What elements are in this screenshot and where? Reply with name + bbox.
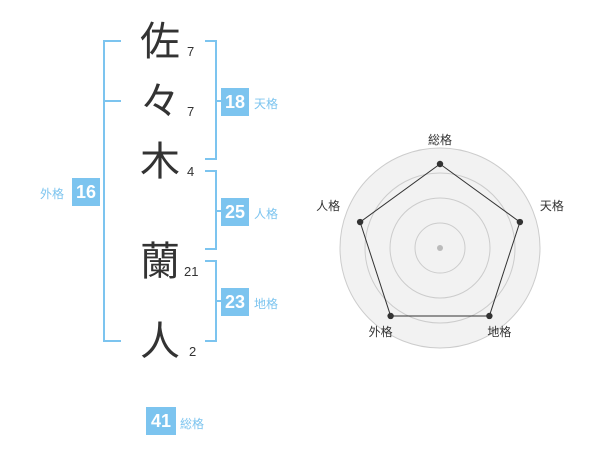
radar-ring-3 (364, 172, 516, 324)
jinkaku-connector (215, 210, 221, 212)
radar-axis-label-5: 人格 (316, 198, 340, 213)
radar-point-4 (387, 312, 394, 320)
soukaku-label: 総格 (180, 417, 205, 431)
radar-axis-label-4: 外格 (369, 324, 393, 339)
radar-point-2 (516, 218, 524, 226)
gaikaku-bracket (103, 40, 123, 342)
jinkaku-label: 人格 (254, 207, 279, 221)
stroke-count-5: 2 (189, 344, 197, 359)
radar-axis-label-2: 天格 (540, 198, 564, 213)
radar-point-5 (356, 218, 364, 226)
tenkaku-label: 天格 (254, 97, 279, 111)
soukaku-badge: 41 (146, 407, 176, 435)
name-char-3: 木 (140, 139, 180, 185)
stroke-count-3: 4 (187, 164, 195, 179)
name-char-2: 々 (140, 79, 180, 125)
chikaku-label: 地格 (254, 297, 279, 311)
radar-point-3 (486, 312, 493, 320)
radar-ring-1 (414, 222, 466, 274)
stroke-count-2: 7 (187, 104, 195, 119)
name-char-1: 佐 (140, 19, 180, 65)
name-char-4: 蘭 (140, 239, 180, 285)
radar-data-polygon (359, 163, 521, 317)
tenkaku-connector (215, 100, 221, 102)
radar-center-dot (437, 245, 443, 251)
radar-point-1 (436, 160, 444, 168)
stroke-count-4: 21 (184, 264, 199, 279)
chikaku-badge: 23 (221, 288, 249, 316)
gaikaku-label: 外格 (40, 187, 65, 201)
stroke-count-1: 7 (187, 44, 195, 59)
name-char-5: 人 (140, 319, 180, 365)
jinkaku-badge: 25 (221, 198, 249, 226)
radar-axis-label-1: 総格 (428, 132, 452, 147)
radar-ring-2 (389, 197, 491, 299)
tenkaku-badge: 18 (221, 88, 249, 116)
chikaku-connector (215, 300, 221, 302)
radar-axis-label-3: 地格 (487, 324, 511, 339)
gaikaku-badge: 16 (72, 178, 100, 206)
